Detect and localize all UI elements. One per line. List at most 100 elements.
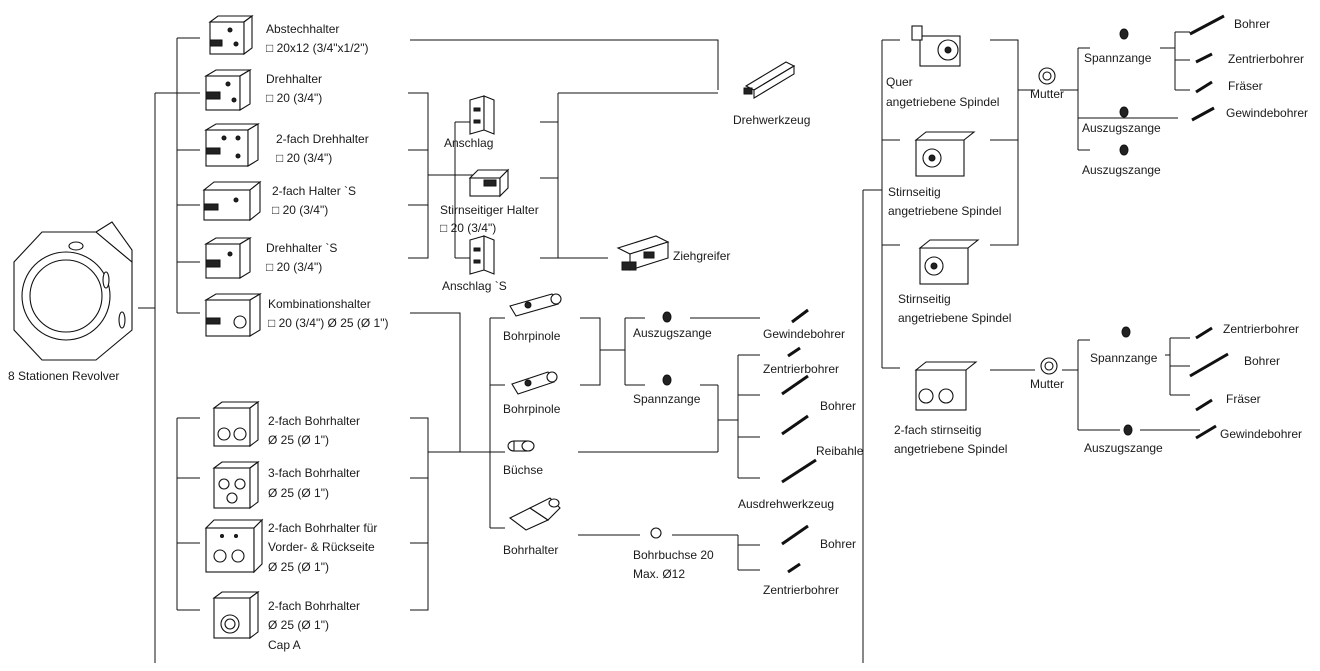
- tool-fraeser-r1: [1196, 82, 1212, 92]
- label-querspindel: Quer: [886, 75, 913, 89]
- label-halter-2fach-s-size: □ 20 (3/4"): [272, 203, 328, 217]
- label-bohrbuchse-max: Max. Ø12: [633, 567, 685, 581]
- bohrpinole2-icon: [512, 372, 557, 394]
- revolver-icon: [14, 222, 132, 360]
- label-bohrer-r2: Bohrer: [1244, 354, 1280, 368]
- kombinationshalter-icon: [206, 294, 260, 336]
- part-illustrations: [14, 16, 1228, 638]
- label-auszug-r1a: Auszugszange: [1082, 121, 1161, 135]
- label-anschlag-s: Anschlag `S: [442, 279, 507, 293]
- drehhalter-2fach-icon: [206, 124, 258, 166]
- bohrhalter-3fach-icon: [214, 462, 258, 508]
- ziehgreifer-icon: [618, 236, 668, 270]
- mutter2-icon: [1041, 358, 1057, 374]
- label-querspindel-2: angetriebene Spindel: [886, 95, 999, 109]
- label-spannzange-r1: Spannzange: [1084, 51, 1152, 65]
- tool-bohrer-m: [782, 376, 808, 394]
- tool-zentrier-r2: [1196, 328, 1212, 338]
- tool-gewinde-m: [792, 310, 808, 322]
- label-bohrpinole1: Bohrpinole: [503, 329, 561, 343]
- label-bohrhalter: Bohrhalter: [503, 543, 558, 557]
- label-mutter2: Mutter: [1030, 377, 1064, 391]
- label-drehwerkzeug: Drehwerkzeug: [733, 113, 810, 127]
- drehhalter-s-icon: [206, 238, 250, 278]
- label-mutter1: Mutter: [1030, 87, 1064, 101]
- label-bohrpinole2: Bohrpinole: [503, 402, 561, 416]
- spannzange-m-icon: [663, 375, 671, 385]
- bohrbuchse-icon: [651, 528, 661, 538]
- label-bh2: 2-fach Bohrhalter: [268, 414, 360, 428]
- tool-gewinde-r1: [1192, 108, 1214, 120]
- label-gewinde-r2: Gewindebohrer: [1220, 427, 1302, 441]
- label-kombinationshalter: Kombinationshalter: [268, 297, 371, 311]
- drehhalter-icon: [206, 70, 250, 110]
- tool-bohrer-m2: [782, 526, 808, 544]
- tool-ausdreh-m: [782, 460, 816, 482]
- label-revolver: 8 Stationen Revolver: [8, 369, 119, 383]
- label-bhcap: 2-fach Bohrhalter: [268, 599, 360, 613]
- label-stirn2-2: angetriebene Spindel: [898, 311, 1011, 325]
- label-stirn1: Stirnseitig: [888, 185, 941, 199]
- bohrpinole1-icon: [510, 294, 561, 316]
- spannzange-r1-icon: [1120, 29, 1128, 39]
- auszug-r1a-icon: [1120, 107, 1128, 117]
- label-bh2-size: Ø 25 (Ø 1"): [268, 433, 329, 447]
- label-zentrier-r2: Zentrierbohrer: [1223, 322, 1299, 336]
- label-drehhalter-s: Drehhalter `S: [266, 241, 337, 255]
- tool-bohrer-r1: [1190, 16, 1224, 34]
- label-bh3: 3-fach Bohrhalter: [268, 466, 360, 480]
- stirnhalter-icon: [470, 170, 508, 196]
- label-spannzange-r2: Spannzange: [1090, 351, 1158, 365]
- label-bohrbuchse: Bohrbuchse 20: [633, 548, 714, 562]
- label-bohrer-m: Bohrer: [820, 399, 856, 413]
- stirnspindel1-icon: [916, 132, 974, 176]
- tool-zentrier-m: [788, 348, 800, 356]
- tool-gewinde-r2: [1196, 426, 1216, 438]
- label-auszug-r2: Auszugszange: [1084, 441, 1163, 455]
- mutter1-icon: [1039, 68, 1055, 84]
- label-abstechhalter-size: □ 20x12 (3/4"x1/2"): [266, 41, 369, 55]
- label-bhcap-cap: Cap A: [268, 638, 301, 652]
- label-ziehgreifer: Ziehgreifer: [673, 249, 730, 263]
- stirnspindel2-icon: [920, 240, 978, 284]
- querspindel-icon: [912, 26, 960, 66]
- label-bhvr: 2-fach Bohrhalter für: [268, 521, 377, 535]
- label-stirn3-2: angetriebene Spindel: [894, 442, 1007, 456]
- label-abstechhalter: Abstechhalter: [266, 22, 339, 36]
- anschlag-s-icon: [470, 236, 494, 274]
- tool-bohrer-r2: [1190, 354, 1228, 376]
- label-kombinationshalter-size: □ 20 (3/4") Ø 25 (Ø 1"): [268, 316, 388, 330]
- label-bhvr-2: Vorder- & Rückseite: [268, 540, 375, 554]
- bohrhalter-cap-icon: [214, 592, 258, 638]
- halter-2fach-s-icon: [204, 182, 260, 220]
- anschlag-icon: [470, 96, 494, 134]
- label-drehhalter-2fach-size: □ 20 (3/4"): [276, 151, 332, 165]
- labels: 8 Stationen Revolver Abstechhalter □ 20x…: [8, 17, 1308, 652]
- label-stirn1-2: angetriebene Spindel: [888, 204, 1001, 218]
- label-bohrer-m2: Bohrer: [820, 537, 856, 551]
- label-drehhalter-2fach: 2-fach Drehhalter: [276, 132, 369, 146]
- label-reib-m: Reibahle: [816, 444, 864, 458]
- label-stirn3: 2-fach stirnseitig: [894, 423, 981, 437]
- label-fraeser-r2: Fräser: [1226, 392, 1261, 406]
- stirnspindel3-icon: [916, 362, 976, 410]
- tool-reib-m: [782, 416, 808, 434]
- auszugszange-m-icon: [663, 312, 671, 322]
- abstechhalter-icon: [210, 16, 252, 54]
- label-stirnhalter-size: □ 20 (3/4"): [440, 221, 496, 235]
- label-bh3-size: Ø 25 (Ø 1"): [268, 486, 329, 500]
- label-drehhalter-size: □ 20 (3/4"): [266, 91, 322, 105]
- drehwerkzeug-icon: [744, 62, 794, 98]
- auszug-r1b-icon: [1120, 145, 1128, 155]
- label-gewinde-r1: Gewindebohrer: [1226, 106, 1308, 120]
- label-halter-2fach-s: 2-fach Halter `S: [272, 184, 356, 198]
- label-bhvr-size: Ø 25 (Ø 1"): [268, 560, 329, 574]
- auszug-r2-icon: [1124, 425, 1132, 435]
- bohrhalter-2fach-icon: [214, 402, 258, 446]
- label-zentrier-r1: Zentrierbohrer: [1228, 52, 1304, 66]
- label-bhcap-size: Ø 25 (Ø 1"): [268, 618, 329, 632]
- tool-zentrier-r1: [1196, 54, 1212, 62]
- spannzange-r2-icon: [1122, 327, 1130, 337]
- label-drehhalter-s-size: □ 20 (3/4"): [266, 260, 322, 274]
